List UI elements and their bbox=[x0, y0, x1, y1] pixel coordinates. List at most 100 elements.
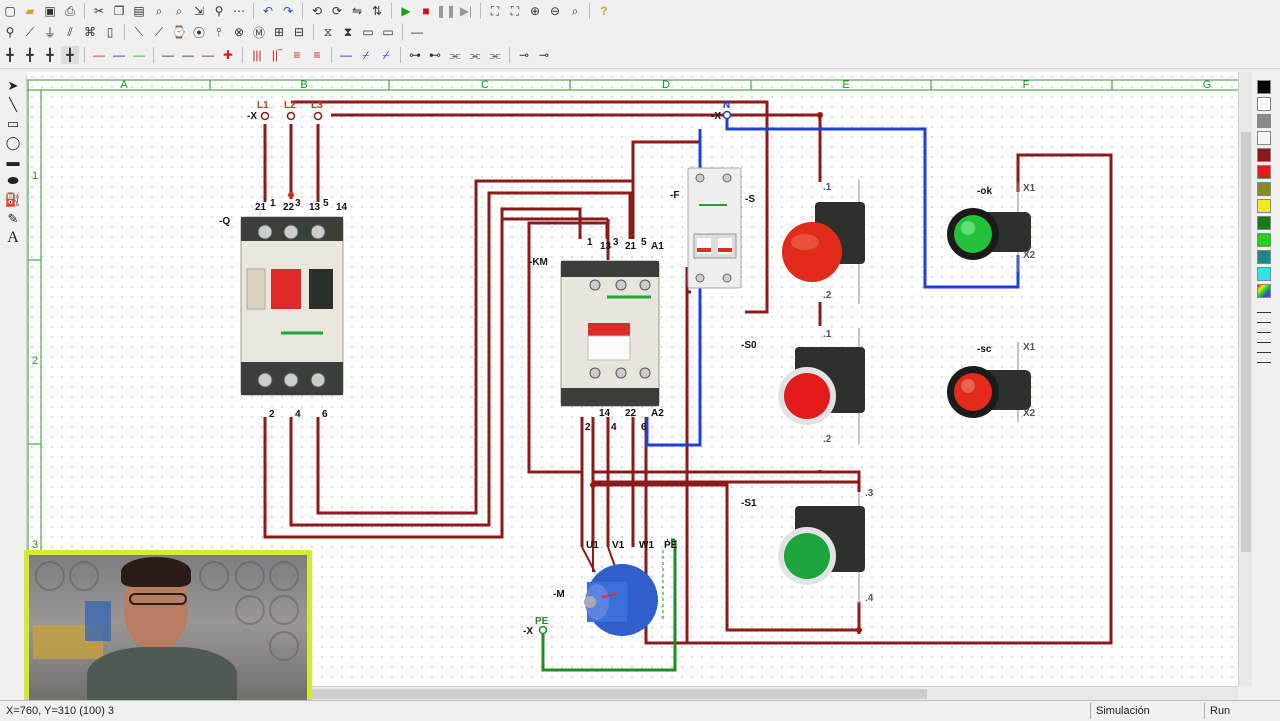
fuse5-icon[interactable]: ⫘ bbox=[469, 47, 481, 62]
fuse6-icon[interactable]: ⫘ bbox=[489, 47, 501, 62]
color-swatch-white[interactable] bbox=[1257, 97, 1271, 111]
line-icon[interactable]: — bbox=[411, 25, 423, 39]
transformer-icon[interactable]: ⧖ bbox=[323, 24, 333, 39]
bus2-icon[interactable]: ||‾ bbox=[271, 48, 283, 62]
play-icon[interactable]: ▶ bbox=[401, 4, 411, 18]
schematic-canvas[interactable]: A B C D E F G 1 2 3 bbox=[27, 72, 1238, 686]
wire-brown-icon[interactable]: — bbox=[202, 48, 214, 62]
wire-blue2-icon[interactable]: — bbox=[340, 48, 352, 62]
wire-blue3-icon[interactable]: ⌿ bbox=[362, 47, 370, 62]
zoom-in-icon[interactable]: ⊕ bbox=[529, 4, 541, 18]
color-swatch-darkred[interactable] bbox=[1257, 148, 1271, 162]
button-icon[interactable]: ⊞ bbox=[273, 25, 285, 39]
mirror-v-icon[interactable]: ⇅ bbox=[371, 4, 383, 18]
color-swatch-teal[interactable] bbox=[1257, 250, 1271, 264]
zoom-out-icon[interactable]: ⊖ bbox=[549, 4, 561, 18]
color-swatch-red[interactable] bbox=[1257, 165, 1271, 179]
contact-no-icon[interactable]: ⟍ bbox=[134, 24, 144, 39]
node2-icon[interactable]: ╋ bbox=[26, 48, 34, 62]
block2-icon[interactable]: ▭ bbox=[382, 25, 394, 39]
indicator-lamp-sc[interactable] bbox=[947, 342, 1031, 422]
start-button-s1[interactable] bbox=[778, 492, 865, 604]
switch-icon[interactable]: ⟋ bbox=[25, 24, 35, 39]
wire-red-icon[interactable]: — bbox=[93, 48, 105, 62]
redo-icon[interactable]: ↷ bbox=[282, 4, 294, 18]
circuit-breaker-mcb[interactable] bbox=[687, 167, 742, 289]
color-swatch-multicolor[interactable] bbox=[1257, 284, 1271, 298]
contact-aux-icon[interactable]: ⫯ bbox=[216, 24, 222, 39]
fuse2-icon[interactable]: ⊶ bbox=[409, 48, 421, 62]
fill-bucket-icon[interactable]: ⛽ bbox=[4, 191, 22, 207]
rotate-right-icon[interactable]: ⟳ bbox=[331, 4, 343, 18]
save-icon[interactable]: ▣ bbox=[44, 4, 56, 18]
node4-icon[interactable]: ╋ bbox=[61, 46, 79, 64]
wire-icon[interactable]: — bbox=[162, 48, 174, 62]
sensor-icon[interactable]: ⦿ bbox=[192, 25, 205, 40]
copy-icon[interactable]: ❐ bbox=[113, 4, 125, 18]
mirror-h-icon[interactable]: ⇋ bbox=[351, 4, 363, 18]
color-swatch-darkgreen[interactable] bbox=[1257, 216, 1271, 230]
bus3-icon[interactable]: ≡ bbox=[293, 48, 301, 62]
color-swatch-olive[interactable] bbox=[1257, 182, 1271, 196]
zoom-all-icon[interactable]: ⛶ bbox=[510, 3, 520, 18]
color-swatch-light[interactable] bbox=[1257, 131, 1271, 145]
step-icon[interactable]: ▶| bbox=[459, 4, 473, 18]
rotate-left-icon[interactable]: ⟲ bbox=[311, 4, 323, 18]
coil-icon[interactable]: ⌘ bbox=[84, 25, 96, 39]
zoom-icon[interactable]: ⌕ bbox=[571, 3, 579, 18]
print-preview-icon[interactable]: ⌕ bbox=[175, 3, 183, 18]
undo-icon[interactable]: ↶ bbox=[262, 4, 274, 18]
horizontal-scroll-thumb[interactable] bbox=[307, 689, 927, 699]
vertical-scroll-thumb[interactable] bbox=[1241, 132, 1251, 552]
grid-icon[interactable]: ⋯ bbox=[233, 4, 245, 18]
color-swatch-black[interactable] bbox=[1257, 80, 1271, 94]
color-swatch-yellow[interactable] bbox=[1257, 199, 1271, 213]
connector2-icon[interactable]: ⊸ bbox=[538, 48, 550, 62]
line-width-4[interactable] bbox=[1257, 342, 1271, 343]
terminal-icon[interactable]: ⧗ bbox=[343, 24, 353, 39]
eyedropper-icon[interactable]: ✎ bbox=[7, 210, 19, 226]
fuse4-icon[interactable]: ⫘ bbox=[449, 47, 461, 62]
lamp-icon[interactable]: ⊗ bbox=[233, 25, 245, 39]
filled-ellipse-icon[interactable]: ⬬ bbox=[7, 172, 19, 188]
color-swatch-green[interactable] bbox=[1257, 233, 1271, 247]
emergency-stop-button[interactable] bbox=[782, 180, 865, 304]
timer-icon[interactable]: ⌚ bbox=[171, 25, 187, 39]
line-tool-icon[interactable]: ╲ bbox=[9, 96, 17, 112]
print-icon[interactable]: ⎙ bbox=[65, 3, 75, 18]
bus-icon[interactable]: ||| bbox=[252, 48, 262, 62]
relay-icon[interactable]: ▯ bbox=[106, 25, 114, 39]
fuse-icon[interactable]: ⏚ bbox=[43, 25, 56, 40]
line-width-6[interactable] bbox=[1257, 362, 1271, 363]
zoom-preview-icon[interactable]: ⌕ bbox=[155, 3, 163, 18]
wire-green-icon[interactable]: — bbox=[133, 48, 145, 62]
rectangle-icon[interactable]: ▭ bbox=[6, 115, 20, 131]
color-swatch-cyan[interactable] bbox=[1257, 267, 1271, 281]
bus4-icon[interactable]: ≡ bbox=[313, 48, 321, 62]
line-width-5[interactable] bbox=[1257, 352, 1271, 353]
filled-rect-icon[interactable]: ▬ bbox=[6, 154, 20, 169]
motor-breaker[interactable] bbox=[240, 216, 344, 396]
contactor[interactable] bbox=[560, 260, 660, 407]
pin-icon[interactable]: ⚲ bbox=[5, 25, 15, 39]
selector-icon[interactable]: ⊟ bbox=[293, 25, 305, 39]
indicator-lamp-ok[interactable] bbox=[947, 182, 1031, 272]
find-icon[interactable]: ⚲ bbox=[214, 4, 224, 18]
color-swatch-gray[interactable] bbox=[1257, 114, 1271, 128]
fuse3-icon[interactable]: ⊷ bbox=[429, 48, 441, 62]
zoom-window-icon[interactable]: ⛶ bbox=[490, 3, 500, 18]
line-width-1[interactable] bbox=[1257, 312, 1271, 313]
export-icon[interactable]: ⇲ bbox=[193, 4, 205, 18]
stop-button-s0[interactable] bbox=[778, 328, 865, 444]
wire2-icon[interactable]: — bbox=[182, 48, 194, 62]
pause-icon[interactable]: ❚❚ bbox=[435, 4, 457, 18]
line-width-3[interactable] bbox=[1257, 332, 1271, 333]
motor-icon[interactable]: Ⓜ bbox=[252, 25, 265, 40]
line-width-2[interactable] bbox=[1257, 322, 1271, 323]
triple-switch-icon[interactable]: ⫽ bbox=[67, 24, 73, 39]
block-icon[interactable]: ▭ bbox=[362, 25, 374, 39]
wire-blue4-icon[interactable]: ⌿ bbox=[382, 47, 390, 62]
cut-icon[interactable]: ✂ bbox=[93, 4, 105, 18]
open-folder-icon[interactable]: ▰ bbox=[25, 4, 35, 18]
text-tool-icon[interactable]: A bbox=[7, 228, 19, 246]
